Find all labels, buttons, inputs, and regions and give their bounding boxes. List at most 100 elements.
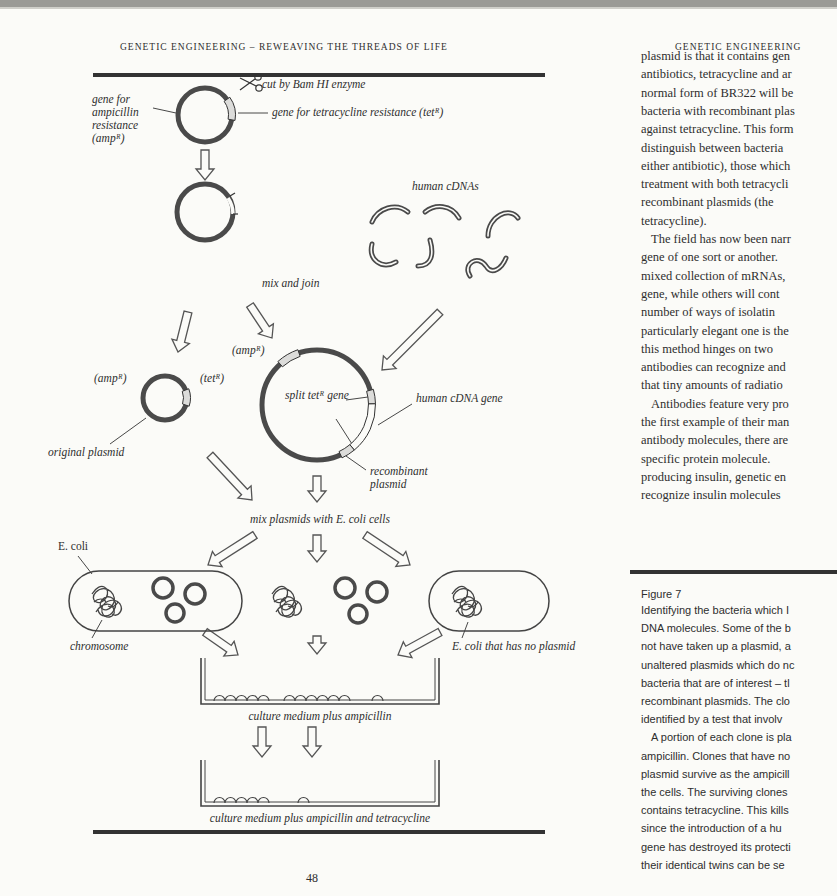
body-text-line: either antibiotic), those which [641, 159, 790, 174]
cut-plasmid [177, 184, 233, 240]
node-label: cut by Bam HI enzyme [262, 78, 365, 91]
node-label: (ampᴿ) [232, 344, 264, 357]
node-label: split tetᴿ gene [283, 389, 351, 402]
caption-line: bacteria that are of interest – tl [641, 676, 790, 690]
cdna-fragment [468, 258, 506, 276]
leader-line [346, 456, 366, 470]
caption-line: gene has destroyed its protecti [641, 840, 791, 854]
culture-dish [205, 760, 435, 802]
node-label: culture medium plus ampicillin [200, 710, 440, 723]
flow-arrow [308, 636, 326, 654]
chromosome [92, 586, 481, 617]
leader-line [153, 108, 176, 113]
chromosome [92, 586, 121, 617]
cdna-fragment [371, 207, 518, 276]
body-text-line: gene of one sort or another. [641, 250, 778, 265]
body-text-line: distinguish between bacteria [641, 141, 783, 156]
figure-number: Figure 7 [641, 587, 681, 601]
gene-segment [278, 350, 300, 367]
node-label: original plasmid [48, 446, 124, 459]
cell-plasmid [166, 604, 184, 622]
cell-node: E. colichromosome [68, 570, 243, 632]
caption-line: recombinant plasmids. The clo [641, 694, 790, 708]
node-label: (tetᴿ) [200, 372, 224, 385]
flow-arrow [303, 727, 321, 757]
gene-segment [224, 97, 235, 120]
flow-arrow [196, 150, 214, 180]
body-text-line: treatment with both tetracycli [641, 177, 789, 192]
cdna-fragment [371, 207, 518, 276]
caption-line: ampicillin. Clones that have no [641, 749, 790, 763]
cdna-fragment [372, 207, 408, 222]
body-text-line: producing insulin, genetic en [641, 470, 786, 485]
step-label: mix plasmids with E. coli cells [200, 513, 440, 526]
cdna-fragment [425, 207, 459, 218]
body-text-line: that tiny amounts of radiatio [641, 378, 783, 393]
flow-arrow [172, 311, 192, 352]
scissors [240, 74, 262, 91]
caption-line: unaltered plasmids which do nc [641, 658, 794, 672]
node-label: recombinant plasmid [370, 465, 442, 491]
dish-node: culture medium plus ampicillin and tetra… [200, 757, 440, 829]
node-label: gene for tetracycline resistance (tetᴿ) [272, 106, 443, 119]
body-text-line: Antibodies feature very pro [651, 397, 789, 412]
plasmid-ring [262, 350, 375, 460]
body-text-line: The field has now been narr [651, 232, 791, 247]
cdna-fragment [488, 213, 518, 236]
body-text-line: normal form of BR322 will be [641, 86, 793, 101]
leader-line [346, 397, 368, 400]
cdna-fragment [371, 207, 518, 276]
gene-segment [182, 389, 190, 406]
plasmid-node: gene for ampicillin resistance (ampᴿ)cut… [175, 85, 235, 145]
body-text-line: recognize insulin molecules [641, 488, 781, 503]
node-label: culture medium plus ampicillin and tetra… [180, 812, 460, 825]
scissors [240, 79, 255, 90]
scissors [256, 85, 262, 91]
chromosome [272, 586, 301, 617]
caption-line: contains tetracycline. This kills [641, 803, 789, 817]
gene-segment [350, 404, 376, 450]
body-text-line: antibody molecules, there are [641, 433, 788, 448]
cut-plasmid [177, 184, 238, 240]
culture-dish [205, 658, 435, 700]
culture-dish [201, 658, 439, 704]
cdna-fragment [371, 244, 396, 265]
plasmid-ring [143, 376, 191, 420]
scissors [240, 78, 256, 86]
cdna-fragment [425, 207, 459, 218]
cdna-fragment [418, 240, 432, 266]
flow-arrow [308, 476, 326, 502]
plasmid-outline [140, 373, 190, 423]
plasmid-outline [259, 347, 375, 463]
flow-arrow [203, 629, 238, 656]
leader-line [238, 113, 268, 114]
cell-plasmid [185, 584, 205, 604]
gene-segment [367, 389, 376, 404]
plasmid-ring [143, 376, 187, 420]
body-text-line: gene, while others will cont [641, 287, 780, 302]
caption-line: A portion of each clone is pla [651, 730, 792, 744]
node-label: gene for ampicillin resistance (ampᴿ) [92, 93, 170, 145]
step-label: mix and join [262, 277, 320, 290]
cell-plasmid [153, 578, 173, 598]
caption-line: plasmid survive as the ampicill [641, 767, 790, 781]
cdna-fragment [372, 207, 408, 222]
caption-line: DNA molecules. Some of the b [641, 621, 791, 635]
flow-arrow [382, 309, 443, 370]
caption-line: their identical twins can be se [641, 858, 785, 872]
flow-arrow [208, 532, 257, 567]
leader-line [78, 108, 468, 638]
plasmid-outline [175, 85, 235, 145]
cell-wall [69, 571, 242, 631]
gene-segment [339, 445, 354, 458]
page-number: 48 [306, 871, 318, 886]
rule [93, 73, 837, 834]
body-text-line: number of ways of isolatin [641, 305, 775, 320]
cell-plasmid [335, 578, 355, 598]
caption-line: not have taken up a plasmid, a [641, 639, 791, 653]
cdna-fragment [468, 258, 506, 276]
node-label: E. coli that has no plasmid [452, 640, 575, 653]
cdna-fragment [488, 213, 518, 236]
cell-wall [429, 571, 549, 631]
